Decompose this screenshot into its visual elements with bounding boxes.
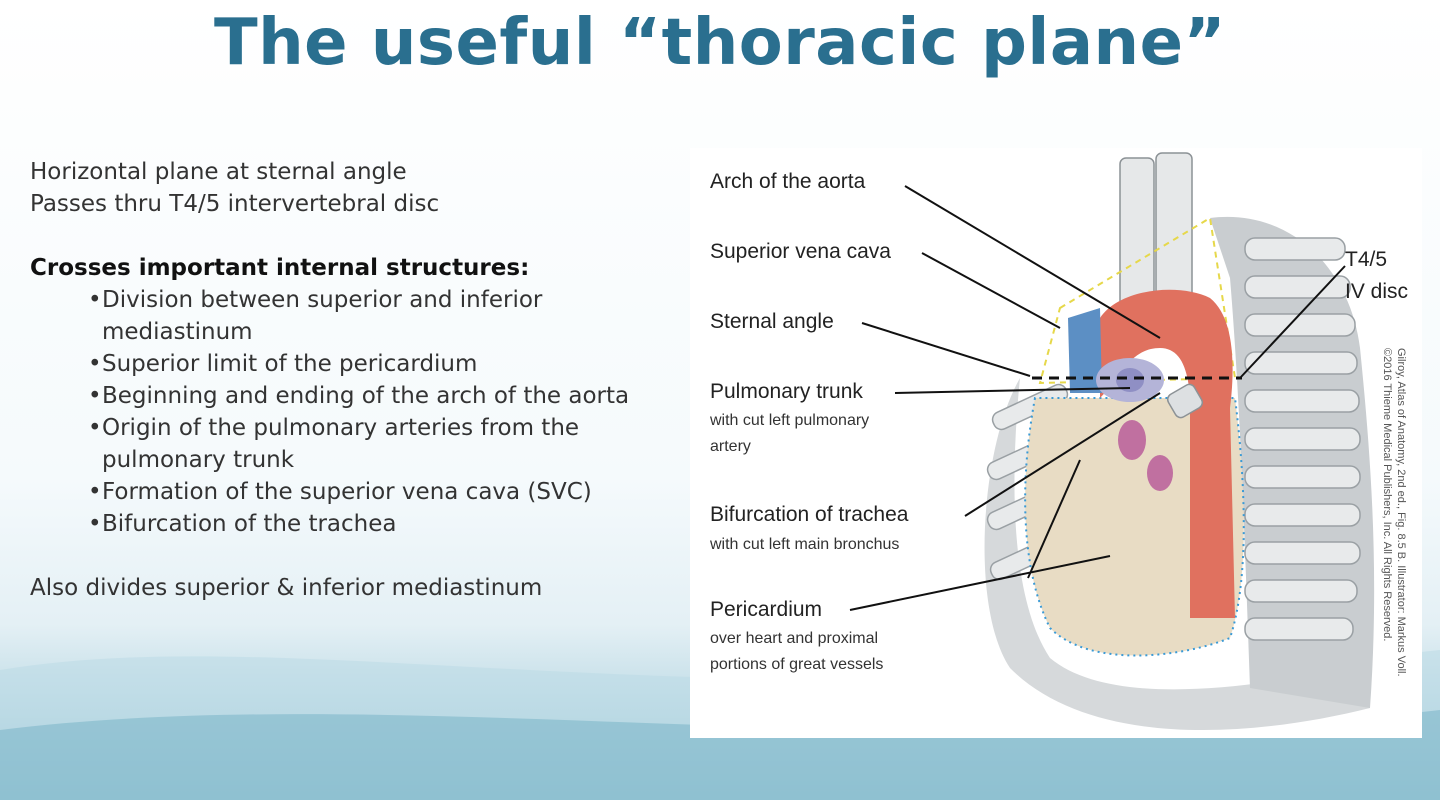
thorax-illustration	[849, 152, 1375, 731]
label-pulmonary-trunk: Pulmonary trunk	[710, 380, 863, 403]
intro-line: Horizontal plane at sternal angle	[30, 159, 407, 185]
bullet-icon: •	[88, 287, 102, 313]
bullet-icon: •	[88, 511, 102, 537]
label-pulmonary-sub-1: with cut left pulmonary	[710, 412, 870, 429]
label-pericardium-sub-2: portions of great vessels	[710, 656, 884, 673]
bullet-icon: •	[88, 383, 102, 409]
vessel-shape	[1118, 420, 1146, 460]
label-pericardium: Pericardium	[710, 598, 823, 621]
list-item: •Origin of the pulmonary arteries from t…	[88, 412, 690, 476]
anatomy-figure: Arch of the aorta Superior vena cava Ste…	[690, 148, 1422, 738]
credit-line: ©2016 Thieme Medical Publishers, Inc. Al…	[1381, 348, 1393, 642]
bullet-icon: •	[88, 479, 102, 505]
page-title: The useful “thoracic plane”	[213, 6, 1227, 80]
list-item: •Division between superior and inferior …	[88, 284, 690, 348]
label-bifurcation-sub: with cut left main bronchus	[710, 536, 900, 553]
list-item: •Superior limit of the pericardium	[88, 348, 690, 380]
list-item: •Beginning and ending of the arch of the…	[88, 380, 690, 412]
pulmonary-lumen-shape	[1116, 368, 1144, 392]
bullet-list: •Division between superior and inferior …	[30, 284, 690, 540]
footer-note: Also divides superior & inferior mediast…	[30, 575, 543, 601]
bullet-icon: •	[88, 415, 102, 441]
vessel-shape	[1147, 455, 1173, 491]
label-superior-vena-cava: Superior vena cava	[710, 240, 891, 263]
list-item: •Formation of the superior vena cava (SV…	[88, 476, 690, 508]
label-pulmonary-sub-2: artery	[710, 438, 751, 455]
figure-credit: Gilroy, Atlas of Anatomy, 2nd ed., Fig. …	[1380, 348, 1408, 677]
section-heading: Crosses important internal structures:	[30, 255, 530, 281]
credit-line: Gilroy, Atlas of Anatomy, 2nd ed., Fig. …	[1395, 348, 1407, 677]
bronchus-shape	[1166, 383, 1204, 419]
list-item: •Bifurcation of the trachea	[88, 508, 690, 540]
ribs	[1244, 237, 1361, 641]
label-bifurcation: Bifurcation of trachea	[710, 503, 909, 526]
svc-shape	[1068, 308, 1102, 393]
label-t45: T4/5	[1345, 248, 1388, 271]
bullet-icon: •	[88, 351, 102, 377]
intro-line: Passes thru T4/5 intervertebral disc	[30, 191, 440, 217]
aorta-shape	[1100, 289, 1235, 618]
label-pericardium-sub-1: over heart and proximal	[710, 630, 879, 647]
label-arch-of-aorta: Arch of the aorta	[710, 170, 866, 193]
slide-body: Horizontal plane at sternal angle Passes…	[30, 156, 690, 604]
leader-lines	[849, 185, 1346, 611]
label-iv-disc: IV disc	[1345, 280, 1409, 303]
label-sternal-angle: Sternal angle	[710, 310, 834, 333]
